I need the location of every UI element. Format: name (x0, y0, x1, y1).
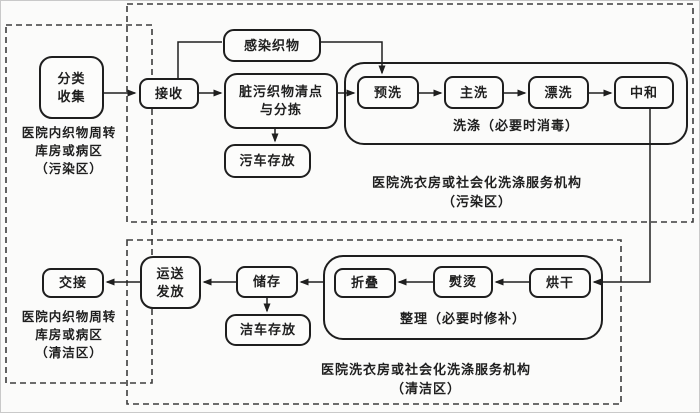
node-handover: 交接 (42, 268, 104, 298)
node-prewash: 预洗 (357, 76, 419, 109)
node-sort-collect: 分类 收集 (39, 56, 104, 119)
node-neutralize: 中和 (614, 76, 674, 109)
node-main-wash: 主洗 (444, 76, 504, 109)
node-fold: 折叠 (334, 268, 396, 298)
node-infected-textiles: 感染织物 (223, 29, 321, 62)
label-laundry-clean-zone: 医院洗衣房或社会化洗涤服务机构 （清洁区） (320, 362, 531, 396)
label-hospital-clean-zone: 医院内织物周转 库房或病区 （清洁区） (21, 310, 117, 360)
washing-group-container (344, 62, 688, 145)
node-dry: 烘干 (529, 268, 591, 298)
node-rinse: 漂洗 (528, 76, 589, 109)
zone-laundry-dirty (126, 3, 694, 223)
node-clean-cart-park: 洁车存放 (225, 314, 311, 346)
node-dirty-count-sort: 脏污织物清点 与分拣 (224, 73, 338, 129)
label-hospital-dirty-zone: 医院内织物周转 库房或病区 （污染区） (21, 126, 117, 176)
node-dirty-cart-park: 污车存放 (224, 144, 311, 178)
node-iron: 熨烫 (433, 266, 493, 298)
label-laundry-dirty-zone: 医院洗衣房或社会化洗涤服务机构 （污染区） (371, 175, 582, 209)
label-washing-group: 洗涤（必要时消毒） (452, 118, 579, 133)
label-finishing-group: 整理（必要时修补） (399, 311, 526, 326)
finishing-group-container (323, 255, 603, 340)
zone-laundry-clean (126, 239, 622, 405)
zone-hospital-turnover (5, 24, 153, 384)
node-transport-dispatch: 运送 发放 (140, 256, 201, 309)
node-receive: 接收 (139, 78, 199, 109)
node-storage: 储存 (236, 266, 298, 298)
